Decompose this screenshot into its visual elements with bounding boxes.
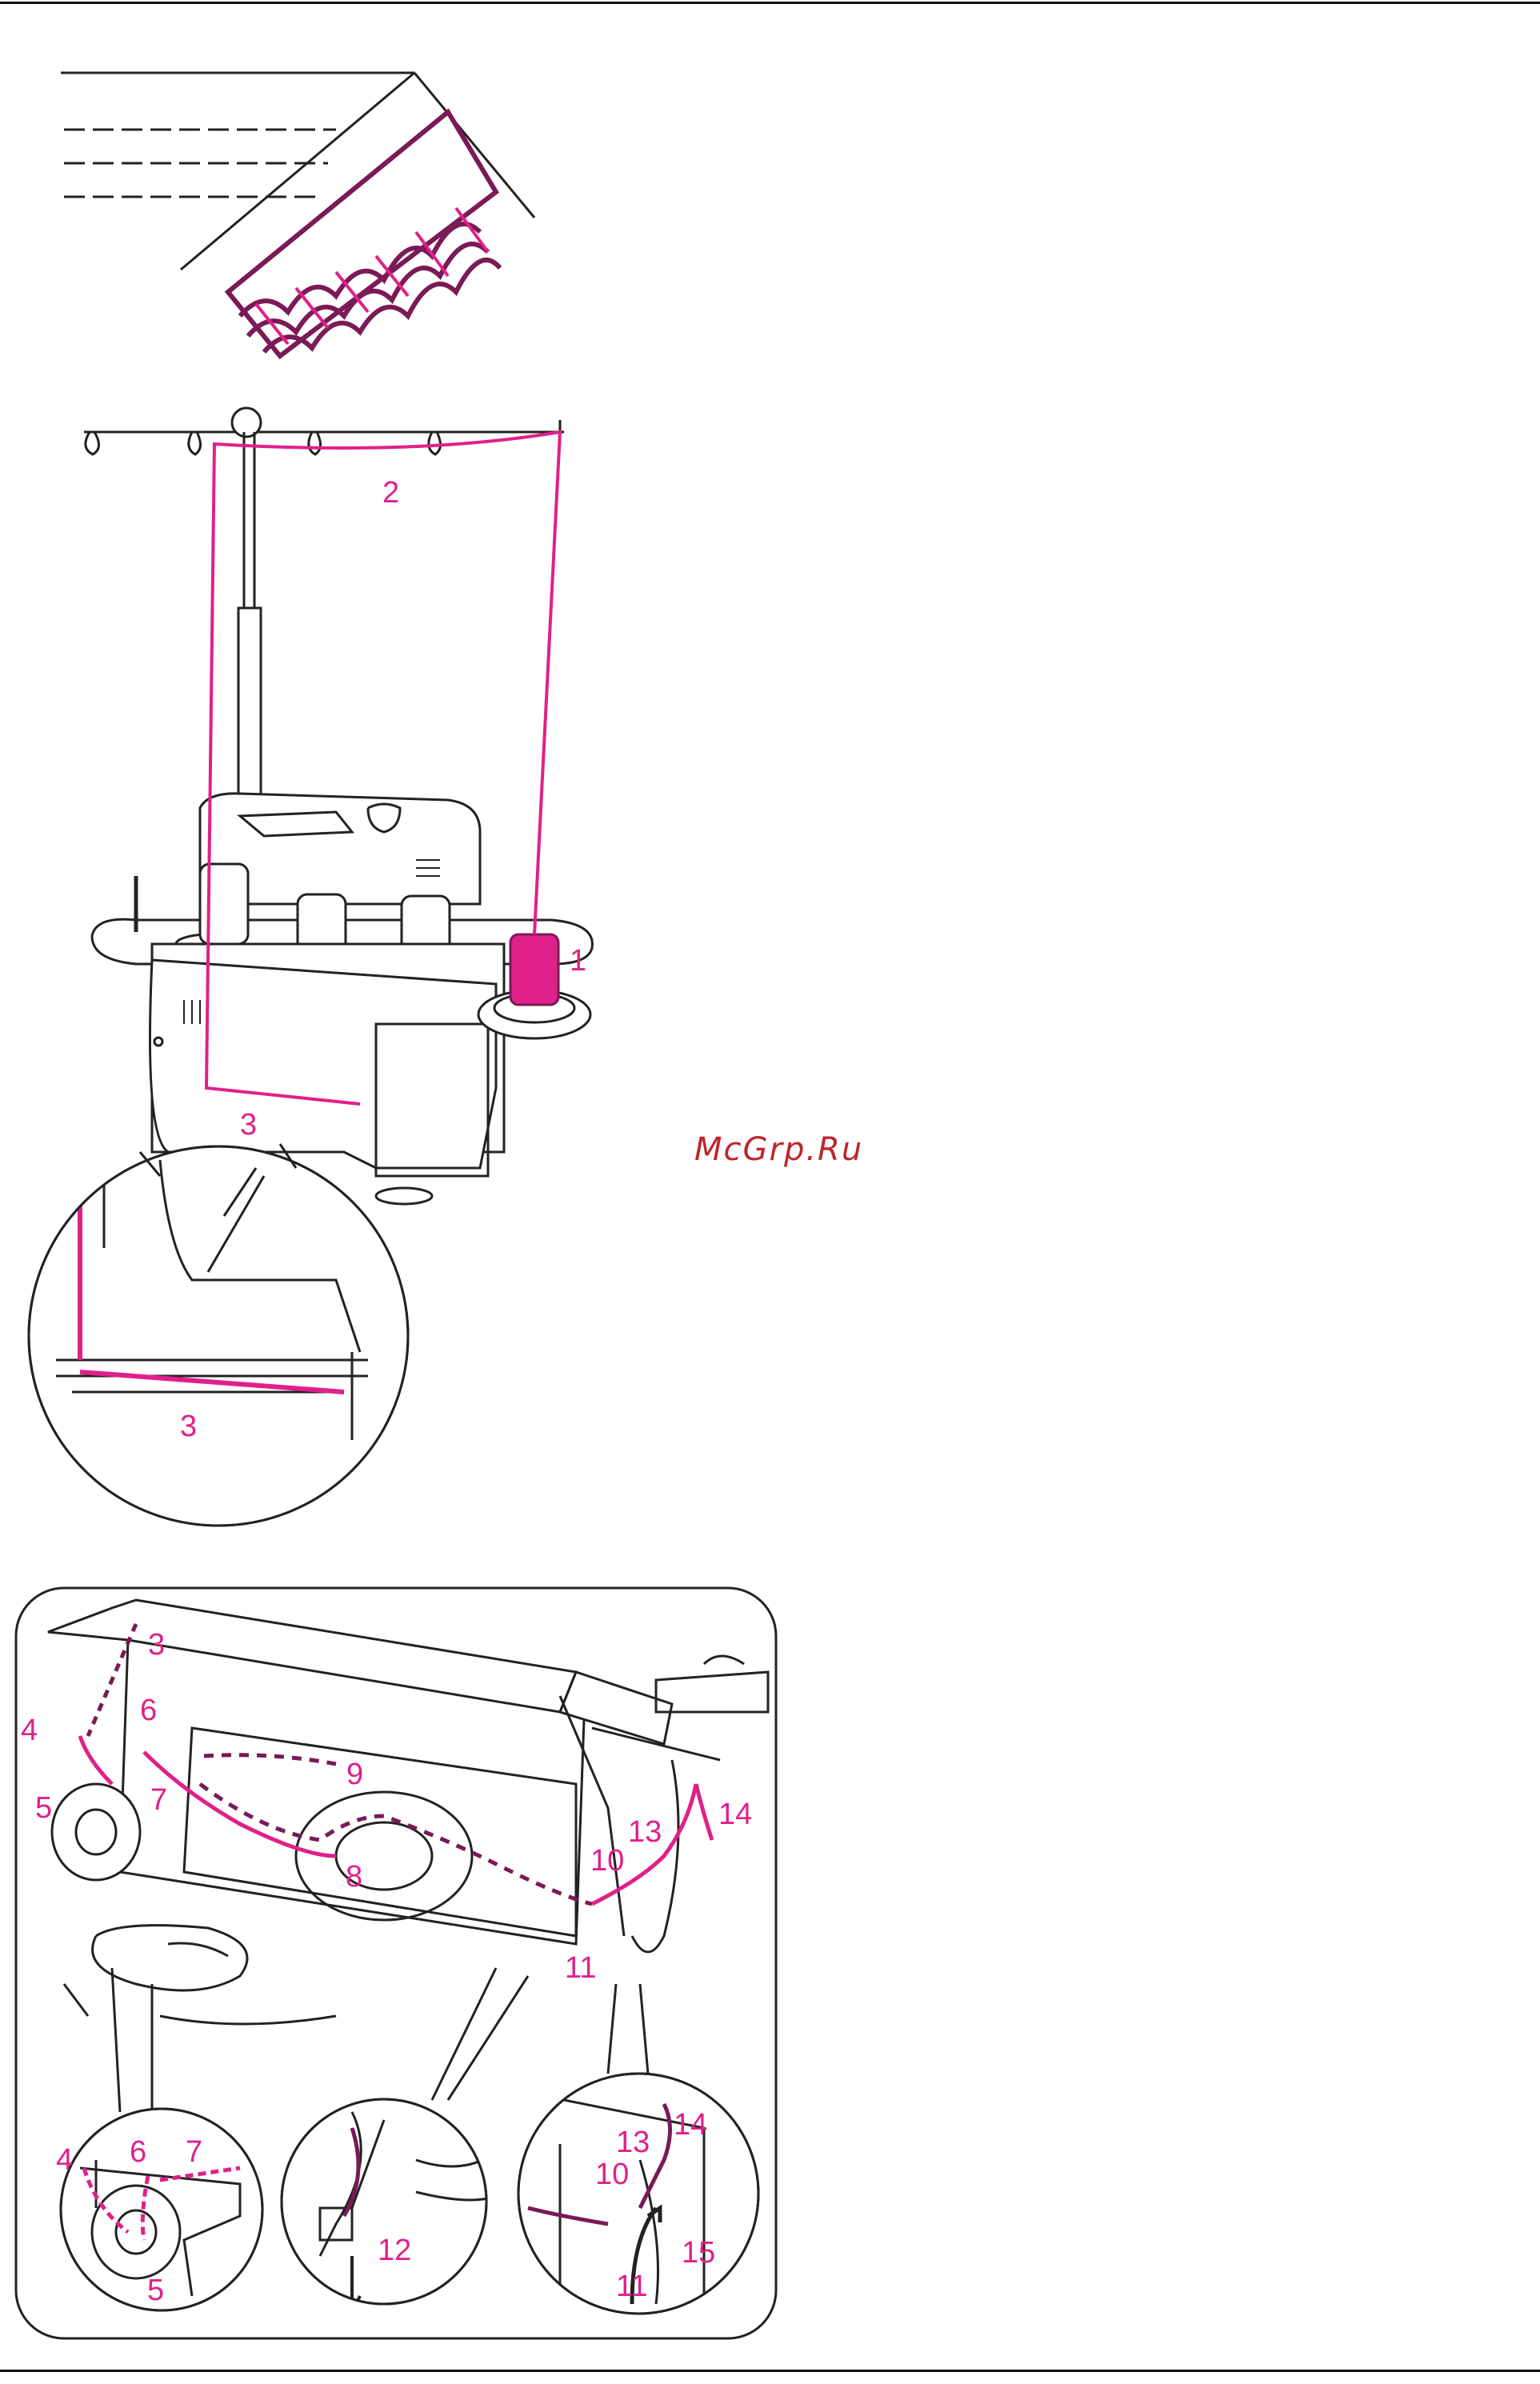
inset-center-callout-12: 12: [378, 2234, 411, 2267]
watermark-text: McGrp.Ru: [694, 1131, 863, 1168]
thread-stand-figure: 2 1 3 3: [29, 408, 592, 1526]
callout-3-top: 3: [240, 1108, 257, 1142]
inset-right-callout-11: 11: [616, 2270, 647, 2303]
inset-left-callout-4: 4: [56, 2143, 73, 2177]
callout-5: 5: [35, 1791, 52, 1825]
callout-3-magnified: 3: [180, 1410, 197, 1443]
callout-4: 4: [21, 1714, 38, 1747]
inset-right-callout-13: 13: [616, 2126, 650, 2159]
straight-stitch-rows: [64, 130, 336, 197]
callout-13: 13: [628, 1815, 662, 1849]
inset-right-callout-14: 14: [674, 2108, 707, 2142]
callout-2: 2: [382, 476, 399, 510]
callout-8: 8: [346, 1860, 362, 1894]
callout-10: 10: [590, 1844, 624, 1878]
callout-11: 11: [565, 1951, 596, 1985]
threading-path-figure: 3 4 6 9 5 7 13 14 10 8 11 4 6 7 5: [16, 1588, 776, 2338]
thread-spool-magenta: [510, 934, 558, 1005]
callout-6: 6: [140, 1694, 157, 1727]
inset-right-callout-15: 15: [682, 2236, 715, 2270]
callout-14: 14: [718, 1798, 752, 1831]
callout-7: 7: [150, 1783, 167, 1817]
callout-3: 3: [148, 1628, 165, 1662]
inset-right-callout-10: 10: [595, 2158, 629, 2191]
overlock-stitch-chain: [228, 112, 500, 356]
machine-body: [150, 960, 497, 1168]
inset-left-callout-6: 6: [130, 2135, 146, 2169]
inset-left-callout-7: 7: [186, 2135, 202, 2169]
inset-left-callout-5: 5: [147, 2274, 164, 2307]
callout-1: 1: [570, 944, 586, 978]
stitch-sample-figure: [61, 73, 534, 356]
callout-9: 9: [346, 1758, 363, 1791]
